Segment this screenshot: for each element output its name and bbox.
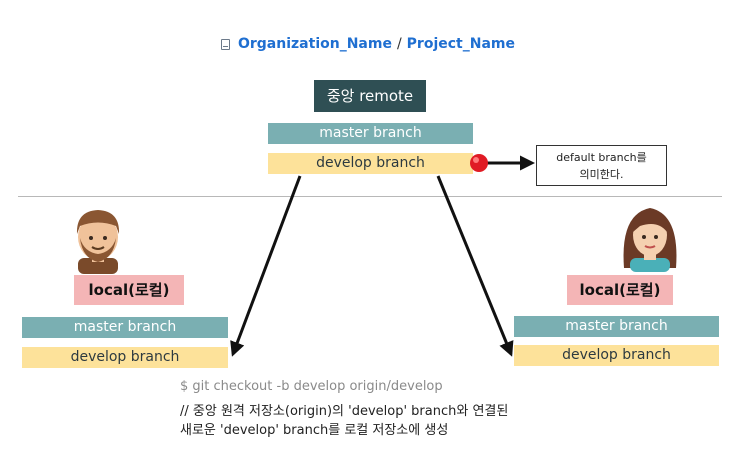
remote-develop-branch: develop branch <box>268 153 473 174</box>
default-marker-icon <box>470 154 488 172</box>
callout-line-2: 의미한다. <box>579 168 624 181</box>
female-avatar-icon <box>623 208 677 272</box>
male-avatar-icon <box>76 210 120 274</box>
remote-title: 중앙 remote <box>314 80 426 112</box>
left-develop-branch: develop branch <box>22 347 228 368</box>
section-divider <box>18 196 722 197</box>
repo-breadcrumb: Organization_Name / Project_Name <box>0 36 736 52</box>
arrow-to-right-local <box>436 175 514 357</box>
remote-master-branch: master branch <box>268 123 473 144</box>
organization-name[interactable]: Organization_Name <box>237 36 392 52</box>
command-comment-line-1: // 중앙 원격 저장소(origin)의 'develop' branch와 … <box>180 404 509 419</box>
left-local-label: local(로컬) <box>74 275 184 305</box>
default-branch-callout: default branch를 의미한다. <box>536 145 667 186</box>
breadcrumb-separator: / <box>396 36 402 52</box>
project-name[interactable]: Project_Name <box>406 36 515 52</box>
right-master-branch: master branch <box>514 316 719 337</box>
callout-line-1: default branch를 <box>556 151 647 164</box>
arrow-to-left-local <box>230 175 302 357</box>
git-command: $ git checkout -b develop origin/develop <box>180 379 443 394</box>
left-master-branch: master branch <box>22 317 228 338</box>
right-local-label: local(로컬) <box>567 275 673 305</box>
right-develop-branch: develop branch <box>514 345 719 366</box>
repo-icon <box>220 38 230 50</box>
command-comment-line-2: 새로운 'develop' branch를 로컬 저장소에 생성 <box>180 423 449 438</box>
